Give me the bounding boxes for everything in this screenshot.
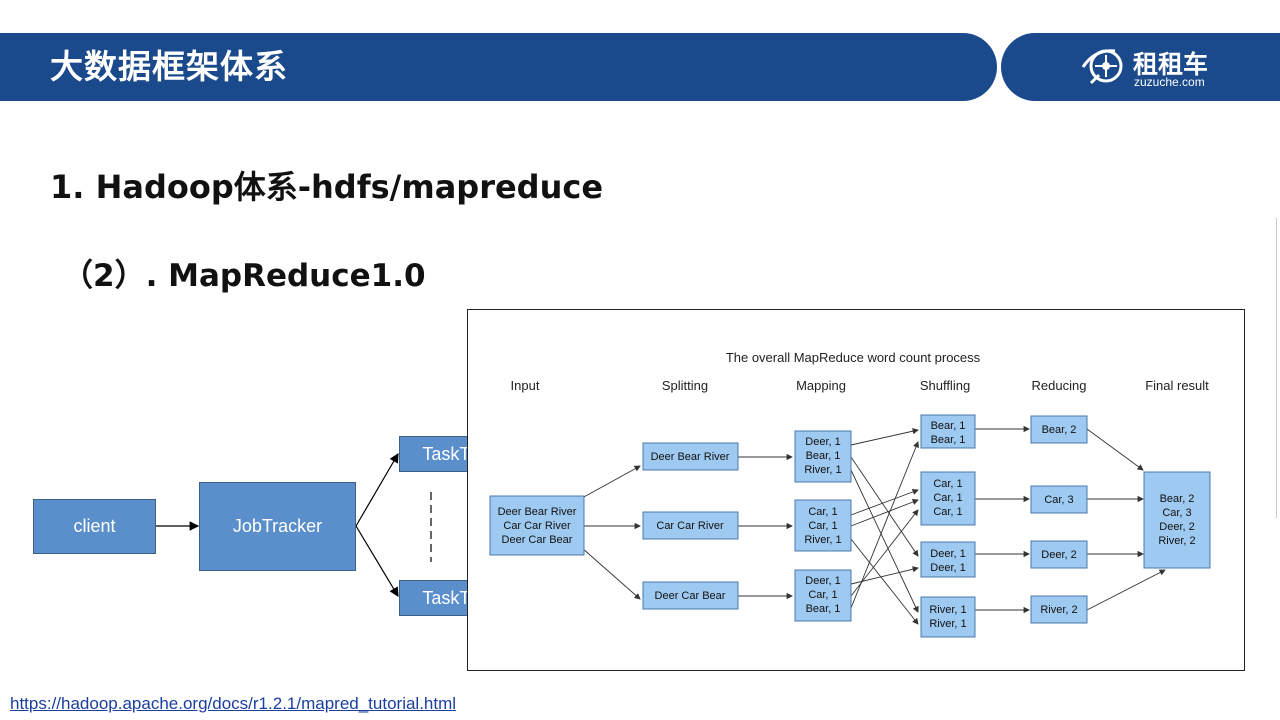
split-2: Car Car River xyxy=(656,520,724,532)
logo-bar: 租租车 zuzuche.com xyxy=(1001,33,1280,101)
map-2-line-1: Car, 1 xyxy=(808,506,837,518)
stage-splitting-label: Splitting xyxy=(662,378,708,393)
map-1-line-3: River, 1 xyxy=(804,464,841,476)
reduce-1: Bear, 2 xyxy=(1042,424,1077,436)
architecture-connectors xyxy=(156,452,432,598)
map-3-line-2: Car, 1 xyxy=(808,589,837,601)
wordcount-diagram: The overall MapReduce word count process… xyxy=(489,350,1211,638)
map-3-line-3: Bear, 1 xyxy=(806,603,841,615)
stage-reducing-label: Reducing xyxy=(1032,378,1087,393)
shuffle-bear-line-1: Bear, 1 xyxy=(931,420,966,432)
shuffle-car-line-2: Car, 1 xyxy=(933,492,962,504)
map-2-line-3: River, 1 xyxy=(804,534,841,546)
input-line-1: Deer Bear River xyxy=(498,506,577,518)
map-1-line-2: Bear, 1 xyxy=(806,450,841,462)
final-line-3: Deer, 2 xyxy=(1159,521,1194,533)
reduce-2: Car, 3 xyxy=(1044,494,1073,506)
shuffle-river-line-2: River, 1 xyxy=(929,618,966,630)
stage-mapping-label: Mapping xyxy=(796,378,846,393)
section-heading: 1. Hadoop体系-hdfs/mapreduce xyxy=(50,168,604,206)
final-line-1: Bear, 2 xyxy=(1160,493,1195,505)
client-box: client xyxy=(33,499,156,554)
car-logo-icon xyxy=(1081,49,1123,85)
source-link[interactable]: https://hadoop.apache.org/docs/r1.2.1/ma… xyxy=(10,694,457,713)
final-line-2: Car, 3 xyxy=(1162,507,1191,519)
jobtracker-to-tasktracker-bottom-arrow xyxy=(355,525,399,598)
stage-shuffling-label: Shuffling xyxy=(920,378,970,393)
shuffle-river-line-1: River, 1 xyxy=(929,604,966,616)
shuffle-car-line-3: Car, 1 xyxy=(933,506,962,518)
wordcount-figure: The overall MapReduce word count process… xyxy=(467,309,1245,671)
slide-title: 大数据框架体系 xyxy=(50,47,288,86)
title-bar: 大数据框架体系 xyxy=(0,33,997,101)
jobtracker-box: JobTracker xyxy=(199,482,356,571)
stage-input-label: Input xyxy=(511,378,540,393)
stage-final-label: Final result xyxy=(1145,378,1209,393)
input-line-3: Deer Car Bear xyxy=(502,534,573,546)
final-line-4: River, 2 xyxy=(1158,535,1195,547)
shuffle-bear-line-2: Bear, 1 xyxy=(931,434,966,446)
shuffle-deer-line-1: Deer, 1 xyxy=(930,548,965,560)
reduce-4: River, 2 xyxy=(1040,604,1077,616)
subsection-heading: （2）. MapReduce1.0 xyxy=(62,258,426,294)
wordcount-title: The overall MapReduce word count process xyxy=(726,350,981,365)
input-line-2: Car Car River xyxy=(503,520,571,532)
split-3: Deer Car Bear xyxy=(655,590,726,602)
logo-domain-text: zuzuche.com xyxy=(1134,75,1205,89)
jobtracker-to-tasktracker-top-arrow xyxy=(355,452,399,527)
map-3-line-1: Deer, 1 xyxy=(805,575,840,587)
split-1: Deer Bear River xyxy=(651,451,730,463)
edge-divider xyxy=(1276,218,1277,518)
shuffle-deer-line-2: Deer, 1 xyxy=(930,562,965,574)
map-2-line-2: Car, 1 xyxy=(808,520,837,532)
shuffle-car-line-1: Car, 1 xyxy=(933,478,962,490)
map-1-line-1: Deer, 1 xyxy=(805,436,840,448)
reduce-3: Deer, 2 xyxy=(1041,549,1076,561)
logo-chinese-text: 租租车 xyxy=(1133,50,1209,79)
